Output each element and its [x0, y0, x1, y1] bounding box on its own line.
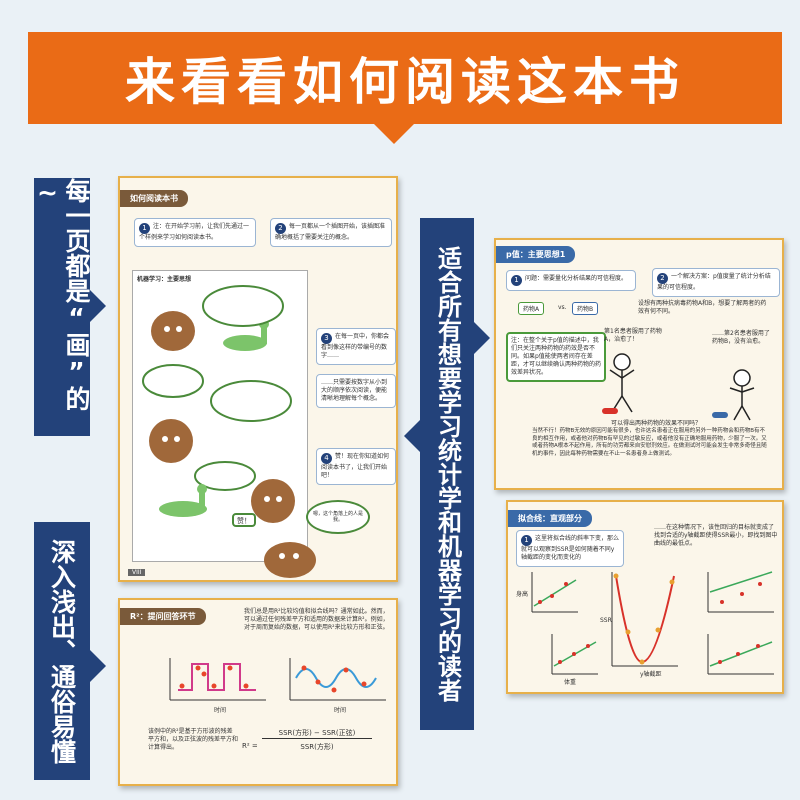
- x-axis-label-2: 时间: [334, 706, 346, 714]
- number-2-icon: 2: [657, 273, 668, 284]
- title-banner: 来看看如何阅读这本书: [28, 32, 782, 124]
- scatter-mini-left-top: [531, 572, 578, 613]
- page4-charts: 体重 身高 SSR y轴截距: [516, 571, 774, 686]
- axis-ssr-label: SSR: [600, 617, 612, 624]
- page1-tab: 如何阅读本书: [120, 190, 188, 207]
- number-1-icon: 1: [139, 223, 150, 234]
- data-points-icon: [179, 665, 249, 689]
- tag-every-page-drawn-text: 每一页都是“画”的~: [33, 178, 91, 411]
- number-2-icon: 2: [275, 223, 286, 234]
- square-wave-line: [178, 663, 256, 691]
- hedgehog-icon: [251, 479, 295, 523]
- sine-wave-line: [295, 668, 377, 688]
- page3-green-note: 注：在整个关于p值的描述中，我们只关注两种药物的药效是否不同。如果p值能使两者间…: [506, 332, 606, 382]
- drug-a-pill: 药物A: [518, 302, 545, 315]
- hedgehog-icon: [149, 419, 193, 463]
- number-4-icon: 4: [321, 453, 332, 464]
- scatter-mini-left-bottom: [551, 634, 598, 675]
- page3-item-2-text: 一个解决方案：p值度量了统计分析结果的可信程度。: [657, 273, 771, 291]
- axis-y-label: 身高: [516, 590, 528, 598]
- tag-pointer-3-left: [404, 420, 420, 452]
- page3-tab: p值：主要思想1: [496, 246, 576, 263]
- page4-item-1-text: 这里将拟合线的斜率下变，那么就可以观察到SSR是如何随着不同y轴截距的变化而变化…: [521, 535, 620, 561]
- speech-bubble-me-text: 嗯，这个角落上的人是我。: [312, 511, 363, 523]
- drug-b-pill: 药物B: [572, 302, 599, 315]
- mini-page-preview: 机器学习：主要思想: [132, 270, 308, 562]
- axis-x-label: 体重: [564, 678, 576, 686]
- scatter-mini-right-top: [707, 571, 774, 613]
- patient-2-text: ……第2名患者服用了药物B，没有治愈。: [712, 330, 770, 345]
- ssr-curve-chart: [611, 572, 678, 667]
- stick-figures-illustration: [602, 353, 755, 421]
- scatter-mini-right-bottom: [707, 634, 774, 675]
- axis-intercept-label: y轴截距: [640, 670, 662, 678]
- page1-note-4-text: 赞！现在你知道如何阅读本书了，让我们开始吧！: [321, 453, 390, 479]
- speech-bubble-me: 嗯，这个角落上的人是我。: [306, 500, 370, 534]
- zan-bubble: [232, 513, 256, 527]
- page3-item-1-text: 问题：需要量化分析结果的可信程度。: [525, 275, 628, 282]
- tag-for-all-readers: 适合所有想要学习统计学和机器学习的读者: [420, 218, 474, 730]
- page1-page-number: VIII: [128, 569, 146, 576]
- mini-page-title: 机器学习：主要思想: [137, 276, 192, 283]
- formula-lhs: R² =: [242, 742, 258, 750]
- number-1-icon: 1: [521, 535, 532, 546]
- sample-page-r-squared: R²：提问回答环节 我们总是用R²比较均值和拟合线吗？通常如此。然而，可以通过任…: [118, 598, 398, 786]
- page3-body: 当然不行！药物B无效的原因可能有很多，也许这名患者正在服用的另外一种药物会和药物…: [532, 428, 767, 457]
- banner-notch: [372, 122, 416, 144]
- page4-tab: 拟合线：直观部分: [508, 510, 592, 527]
- tag-pointer-2: [90, 650, 106, 682]
- tag-every-page-drawn: 每一页都是“画”的~: [33, 178, 91, 436]
- page3-desc: 设想有两种抗病毒药物A和B，想要了解两者的药效有何不同。: [638, 300, 767, 315]
- data-points-icon: [301, 665, 367, 693]
- page3-question: 可以得出两种药物的效果不同吗？: [610, 420, 701, 427]
- tag-pointer-1: [90, 290, 106, 322]
- page1-note-2-text: 每一页都从一个插图开始，该插图准确地概括了需要关注的概念。: [275, 223, 386, 241]
- zan-text: 赞！: [237, 516, 251, 525]
- page1-note-3b-text: ……只需要按数字从小到大的顺序依次阅读，便能清晰地理解每个概念。: [321, 379, 388, 402]
- page2-text: 我们总是用R²比较均值和拟合线吗？通常如此。然而，可以通过任何残差平方和适用的数…: [244, 608, 389, 631]
- page2-tab: R²：提问回答环节: [120, 608, 206, 625]
- page2-bottom-text: 该例中的R²是基于方形波的残差平方和，以及正弦波的残差平方和计算得出。: [148, 728, 239, 751]
- banner-title: 来看看如何阅读这本书: [125, 53, 685, 111]
- x-axis-label-1: 时间: [214, 706, 226, 714]
- pill-icon: [602, 408, 618, 414]
- formula-numerator: SSR(方形) − SSR(正弦): [262, 728, 372, 739]
- hedgehog-icon: [151, 311, 195, 351]
- tag-pointer-3-right: [474, 322, 490, 354]
- stick-figure-sick-icon: [729, 369, 755, 421]
- mini-page-illustration: 赞！: [142, 285, 295, 527]
- tag-easy-to-understand-text: 深入浅出、通俗易懂: [47, 538, 77, 764]
- page1-note-3-text: 在每一页中，你都会看到像这样的带编号的数字……: [321, 333, 390, 359]
- tag-for-all-readers-text: 适合所有想要学习统计学和机器学习的读者: [433, 246, 462, 702]
- page4-item-2: ……在这种情况下，该性回归的目标就变成了找到合适的y轴截距使得SSR最小，即找到…: [654, 524, 778, 547]
- stick-figure-happy-icon: [609, 353, 635, 413]
- hedgehog-icon: [264, 542, 316, 578]
- speech-bubble-icon: [142, 364, 204, 398]
- pill-icon: [712, 412, 728, 418]
- formula-denominator: SSR(方形): [300, 743, 334, 751]
- number-1-icon: 1: [511, 275, 522, 286]
- page2-charts: 时间 时间: [169, 658, 386, 714]
- speech-bubble-icon: [194, 461, 256, 491]
- speech-bubble-icon: [210, 380, 292, 422]
- vs-label: vs.: [558, 304, 567, 311]
- patient-1-text: 第1名患者服用了药物A，治愈了！: [604, 328, 662, 343]
- speech-bubble-icon: [202, 285, 284, 327]
- page1-note-3b: ……只需要按数字从小到大的顺序依次阅读，便能清晰地理解每个概念。: [316, 374, 396, 408]
- tag-easy-to-understand: 深入浅出、通俗易懂: [34, 522, 90, 780]
- number-3-icon: 3: [321, 333, 332, 344]
- page1-note-1-text: 注：在开始学习前，让我们先通过一个样例来学习如何阅读本书。: [139, 223, 250, 241]
- dinosaur-icon: [159, 484, 207, 517]
